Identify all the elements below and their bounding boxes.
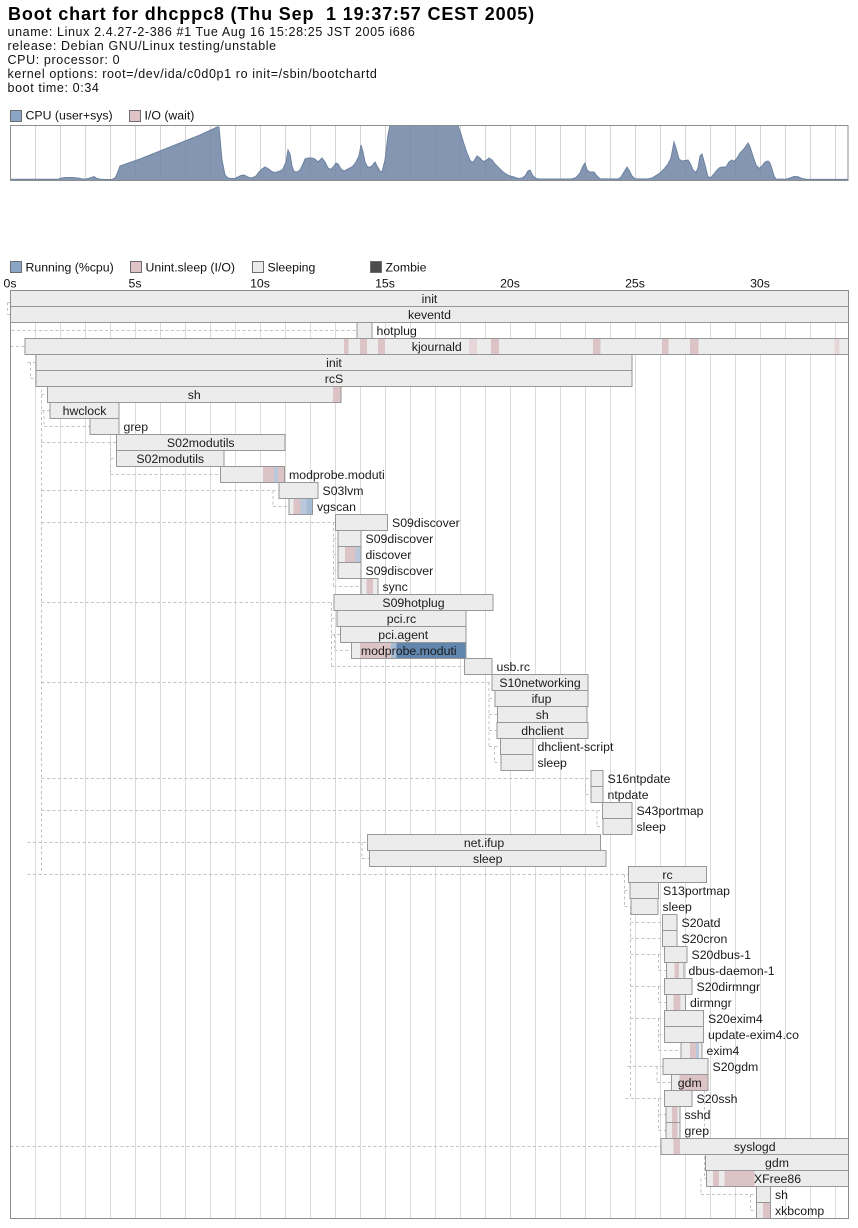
svg-text:gdm: gdm [678,1076,702,1090]
svg-text:30s: 30s [750,277,770,291]
svg-text:20s: 20s [500,277,520,291]
svg-text:0s: 0s [4,277,17,291]
svg-text:grep: grep [124,420,149,434]
svg-text:xkbcomp: xkbcomp [775,1204,824,1218]
svg-text:S20exim4: S20exim4 [708,1012,763,1026]
svg-text:modprobe.moduti: modprobe.moduti [361,644,457,658]
svg-text:sshd: sshd [685,1108,711,1122]
svg-text:Zombie: Zombie [386,261,427,275]
svg-text:dhclient-script: dhclient-script [538,740,614,754]
svg-text:init: init [422,292,438,306]
svg-text:dhclient: dhclient [521,724,564,738]
svg-text:sleep: sleep [473,852,503,866]
svg-text:modprobe.moduti: modprobe.moduti [289,468,385,482]
svg-text:S20gdm: S20gdm [713,1060,759,1074]
svg-text:S02modutils: S02modutils [167,436,235,450]
svg-text:boot time: 0:34: boot time: 0:34 [8,81,100,95]
svg-text:S20atd: S20atd [682,916,721,930]
svg-text:sh: sh [775,1188,788,1202]
svg-text:ntpdate: ntpdate [608,788,649,802]
svg-text:CPU: processor: 0: CPU: processor: 0 [8,53,121,67]
svg-text:S16ntpdate: S16ntpdate [608,772,671,786]
svg-text:S13portmap: S13portmap [663,884,730,898]
svg-text:S09hotplug: S09hotplug [382,596,444,610]
svg-text:usb.rc: usb.rc [497,660,531,674]
svg-text:S20dbus-1: S20dbus-1 [692,948,752,962]
svg-text:hotplug: hotplug [377,324,418,338]
svg-text:XFree86: XFree86 [754,1172,801,1186]
svg-text:update-exim4.co: update-exim4.co [708,1028,799,1042]
svg-text:S03lvm: S03lvm [323,484,364,498]
svg-text:sh: sh [536,708,549,722]
svg-text:CPU (user+sys): CPU (user+sys) [26,109,113,123]
svg-text:5s: 5s [129,277,142,291]
svg-text:pci.agent: pci.agent [378,628,428,642]
svg-text:hwclock: hwclock [63,404,108,418]
svg-text:vgscan: vgscan [317,500,356,514]
svg-text:rcS: rcS [325,372,343,386]
svg-text:uname: Linux 2.4.27-2-386 #1 T: uname: Linux 2.4.27-2-386 #1 Tue Aug 16 … [8,25,416,39]
svg-text:S43portmap: S43portmap [637,804,704,818]
svg-text:sync: sync [383,580,408,594]
svg-text:sh: sh [188,388,201,402]
svg-text:dirmngr: dirmngr [690,996,732,1010]
svg-text:15s: 15s [375,277,395,291]
svg-text:Sleeping: Sleeping [268,261,316,275]
svg-text:S02modutils: S02modutils [136,452,204,466]
svg-text:S20ssh: S20ssh [697,1092,738,1106]
svg-text:S20dirmngr: S20dirmngr [697,980,761,994]
svg-text:discover: discover [366,548,412,562]
svg-text:S10networking: S10networking [499,676,581,690]
svg-text:exim4: exim4 [707,1044,740,1058]
svg-text:S20cron: S20cron [682,932,728,946]
svg-text:10s: 10s [250,277,270,291]
svg-text:Unint.sleep (I/O): Unint.sleep (I/O) [146,261,236,275]
svg-text:kjournald: kjournald [412,340,462,354]
svg-text:rc: rc [662,868,672,882]
svg-text:keventd: keventd [408,308,451,322]
svg-text:I/O (wait): I/O (wait) [145,109,195,123]
svg-text:release: Debian GNU/Linux test: release: Debian GNU/Linux testing/unstab… [8,39,277,53]
svg-text:Running (%cpu): Running (%cpu) [26,261,114,275]
svg-text:pci.rc: pci.rc [387,612,416,626]
svg-text:ifup: ifup [532,692,552,706]
svg-text:Boot chart for dhcppc8 (Thu Se: Boot chart for dhcppc8 (Thu Sep 1 19:37:… [8,4,535,24]
svg-text:kernel options: root=/dev/ida/: kernel options: root=/dev/ida/c0d0p1 ro … [8,67,378,81]
svg-text:net.ifup: net.ifup [464,836,504,850]
svg-text:init: init [326,356,342,370]
svg-text:S09discover: S09discover [392,516,460,530]
svg-text:S09discover: S09discover [366,532,434,546]
svg-text:sleep: sleep [637,820,667,834]
svg-text:gdm: gdm [765,1156,789,1170]
svg-text:grep: grep [685,1124,710,1138]
svg-text:25s: 25s [625,277,645,291]
svg-text:sleep: sleep [538,756,568,770]
svg-text:sleep: sleep [663,900,693,914]
svg-text:S09discover: S09discover [366,564,434,578]
svg-text:dbus-daemon-1: dbus-daemon-1 [689,964,775,978]
svg-text:syslogd: syslogd [734,1140,776,1154]
